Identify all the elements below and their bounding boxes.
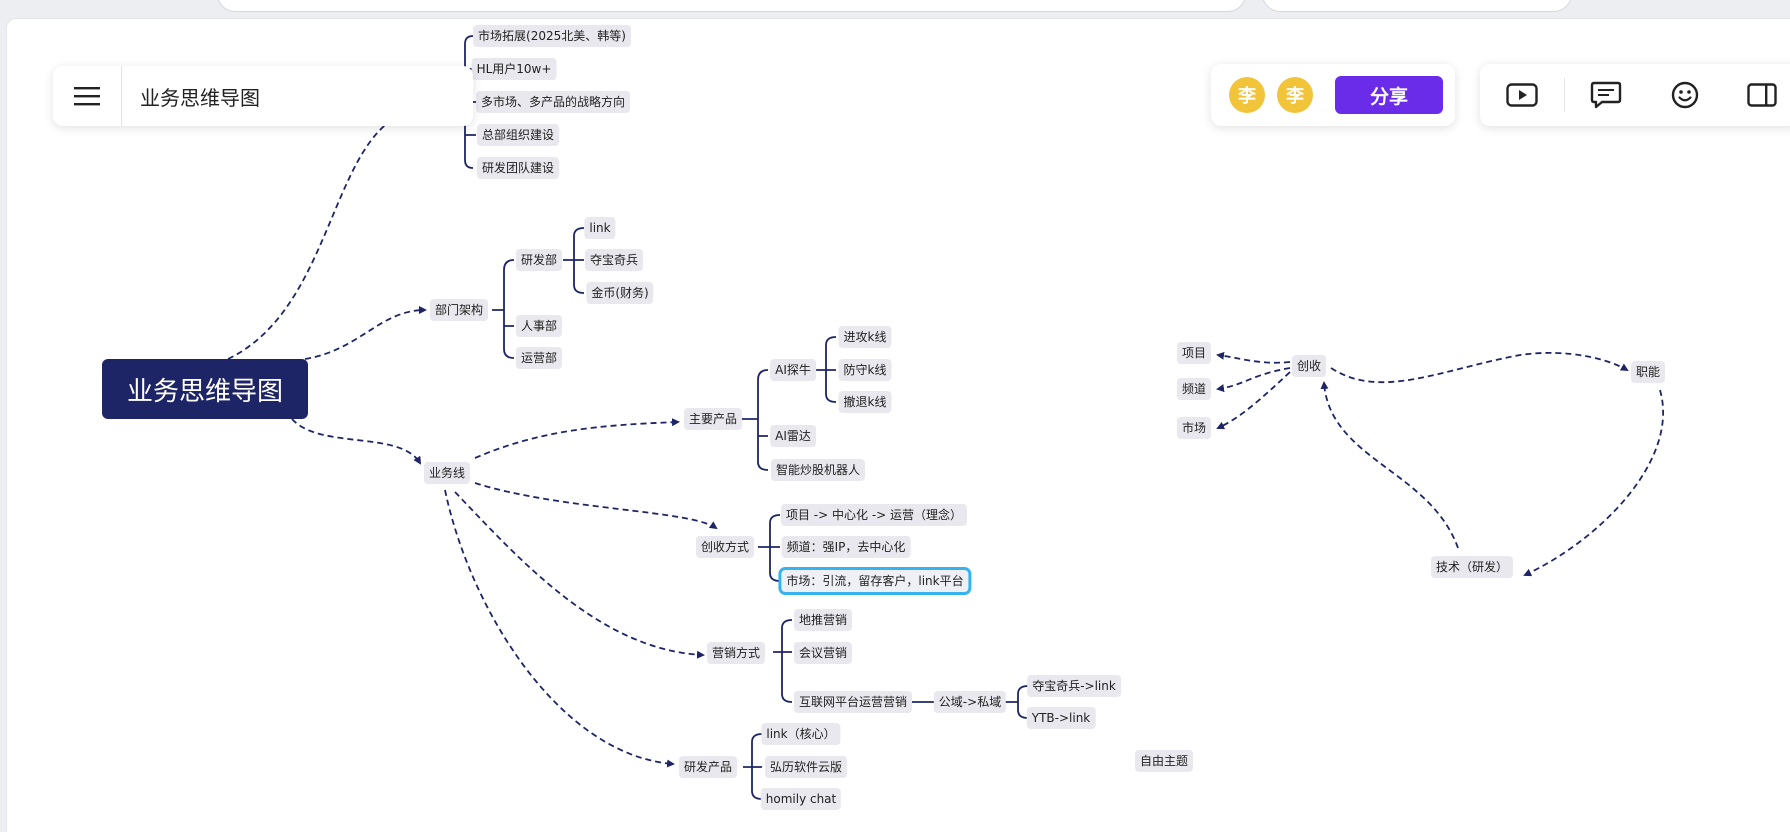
node-products[interactable]: 主要产品 bbox=[683, 408, 743, 430]
node-marketing-item[interactable]: 会议营销 bbox=[793, 642, 853, 664]
panel-icon bbox=[1747, 83, 1777, 107]
emoji-icon bbox=[1671, 81, 1699, 109]
doc-header: 业务思维导图 bbox=[53, 66, 473, 126]
node-cycle-project[interactable]: 项目 bbox=[1176, 342, 1212, 364]
node-robot[interactable]: 智能炒股机器人 bbox=[770, 459, 866, 481]
tools-bar bbox=[1480, 64, 1790, 126]
node-domain[interactable]: 公域->私域 bbox=[933, 691, 1007, 713]
page-title[interactable]: 业务思维导图 bbox=[140, 85, 260, 110]
node-dept-hr[interactable]: 人事部 bbox=[515, 315, 563, 337]
node-revenue-item-selected[interactable]: 市场：引流，留存客户，link平台 bbox=[778, 567, 972, 595]
node-goal[interactable]: HL用户10w+ bbox=[471, 58, 557, 80]
collab-bar: 李 李 分享 bbox=[1211, 64, 1455, 126]
browser-top-strip bbox=[0, 0, 1790, 18]
comment-icon bbox=[1590, 81, 1622, 109]
panel-button[interactable] bbox=[1746, 79, 1778, 111]
node-ai-niu-child[interactable]: 撤退k线 bbox=[838, 391, 892, 413]
edge-root-goals bbox=[227, 114, 401, 360]
node-dept[interactable]: 部门架构 bbox=[429, 299, 489, 321]
edge-cycle-rev-project bbox=[1216, 351, 1291, 364]
node-rnd-item[interactable]: link（核心） bbox=[761, 723, 841, 745]
node-goal[interactable]: 总部组织建设 bbox=[476, 124, 560, 146]
edge-cycle-func-tech bbox=[1523, 389, 1664, 577]
node-revenue-item[interactable]: 项目 -> 中心化 -> 运营（理念） bbox=[780, 504, 968, 526]
present-button[interactable] bbox=[1506, 79, 1538, 111]
node-biz[interactable]: 业务线 bbox=[423, 462, 471, 484]
bracket-rnd bbox=[743, 733, 763, 800]
bracket-rd bbox=[563, 227, 585, 294]
node-domain-child[interactable]: YTB->link bbox=[1026, 707, 1096, 729]
emoji-button[interactable] bbox=[1669, 79, 1701, 111]
node-marketing-item[interactable]: 互联网平台运营营销 bbox=[793, 691, 913, 713]
node-rd-child[interactable]: 夺宝奇兵 bbox=[584, 249, 644, 271]
node-domain-child[interactable]: 夺宝奇兵->link bbox=[1027, 675, 1121, 697]
node-goal[interactable]: 市场拓展(2025北美、韩等) bbox=[473, 25, 631, 47]
edge-cycle-rev-market bbox=[1216, 371, 1291, 430]
node-rnd-item[interactable]: 弘历软件云版 bbox=[764, 756, 848, 778]
edge-cycle-tech-rev bbox=[1320, 381, 1459, 549]
node-revenue[interactable]: 创收方式 bbox=[695, 536, 755, 558]
node-ai-niu[interactable]: AI探牛 bbox=[770, 359, 816, 381]
node-rnd-item[interactable]: homily chat bbox=[760, 788, 842, 810]
bracket-internet bbox=[910, 685, 1029, 719]
bracket-dept bbox=[492, 259, 515, 359]
node-free-topic[interactable]: 自由主题 bbox=[1134, 750, 1194, 772]
node-cycle-market[interactable]: 市场 bbox=[1176, 417, 1212, 439]
node-cycle-revenue[interactable]: 创收 bbox=[1291, 355, 1327, 377]
node-marketing-item[interactable]: 地推营销 bbox=[793, 609, 853, 631]
node-dept-rd[interactable]: 研发部 bbox=[515, 249, 563, 271]
edge-root-dept bbox=[304, 306, 427, 360]
edge-biz-marketing bbox=[454, 491, 705, 659]
edge-biz-products bbox=[474, 418, 680, 459]
node-rd-child[interactable]: link bbox=[584, 217, 616, 239]
node-revenue-item[interactable]: 频道：强IP，去中心化 bbox=[781, 536, 911, 558]
edge-biz-revenue bbox=[474, 482, 718, 530]
node-marketing[interactable]: 营销方式 bbox=[706, 642, 766, 664]
comment-button[interactable] bbox=[1590, 79, 1622, 111]
node-dept-ops[interactable]: 运营部 bbox=[515, 347, 563, 369]
node-goal[interactable]: 多市场、多产品的战略方向 bbox=[475, 91, 631, 113]
avatar[interactable]: 李 bbox=[1229, 77, 1265, 113]
edge-root-biz bbox=[291, 418, 422, 465]
toolbar-divider bbox=[1564, 78, 1565, 112]
share-button[interactable]: 分享 bbox=[1335, 76, 1443, 114]
node-ai-niu-child[interactable]: 防守k线 bbox=[838, 359, 892, 381]
hamburger-icon bbox=[74, 87, 100, 106]
bracket-marketing bbox=[773, 619, 793, 703]
node-cycle-tech[interactable]: 技术（研发） bbox=[1430, 556, 1514, 578]
node-ai-radar[interactable]: AI雷达 bbox=[770, 425, 816, 447]
bracket-revenue bbox=[758, 514, 781, 582]
menu-button[interactable] bbox=[53, 66, 122, 126]
node-rnd-products[interactable]: 研发产品 bbox=[678, 756, 738, 778]
node-cycle-function[interactable]: 职能 bbox=[1630, 361, 1666, 383]
node-goal[interactable]: 研发团队建设 bbox=[476, 157, 560, 179]
node-rd-child[interactable]: 金币(财务) bbox=[586, 282, 654, 304]
edge-cycle-rev-func bbox=[1330, 352, 1629, 384]
bracket-ainiu bbox=[816, 336, 837, 403]
node-ai-niu-child[interactable]: 进攻k线 bbox=[838, 326, 892, 348]
edge-biz-rnd bbox=[444, 489, 675, 768]
present-icon bbox=[1506, 83, 1538, 107]
mindmap-root-node[interactable]: 业务思维导图 bbox=[102, 359, 308, 419]
edge-cycle-rev-channel bbox=[1216, 367, 1291, 393]
node-cycle-channel[interactable]: 频道 bbox=[1176, 378, 1212, 400]
avatar[interactable]: 李 bbox=[1277, 77, 1313, 113]
